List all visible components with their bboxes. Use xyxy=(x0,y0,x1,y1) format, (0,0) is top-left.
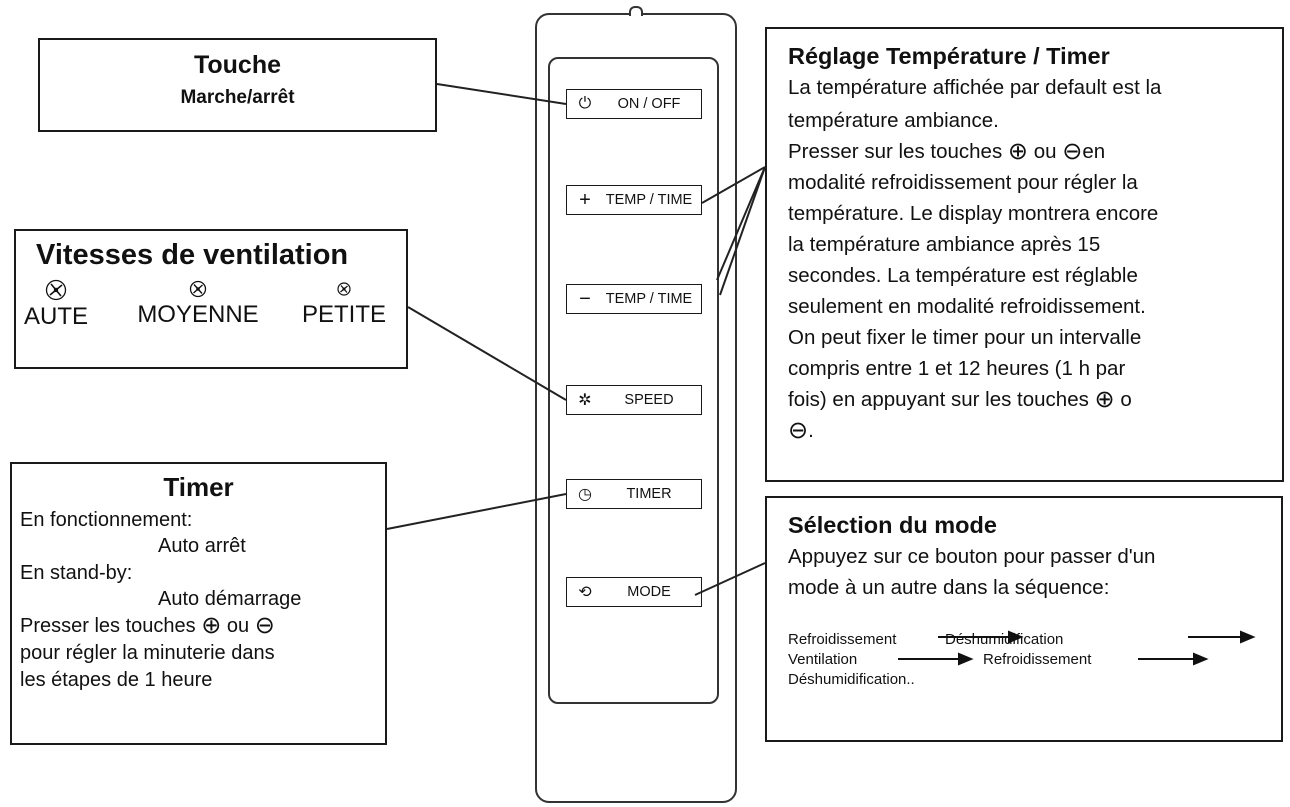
minus-icon: − xyxy=(579,287,591,310)
timer-line-5a: Presser les touches xyxy=(20,615,196,637)
timer-line-2: Auto arrêt xyxy=(158,535,246,557)
mode-label: MODE xyxy=(627,584,671,600)
mode-button[interactable]: ⟲ MODE xyxy=(566,577,702,607)
remote-antenna xyxy=(629,6,643,16)
cycle-icon: ⟲ xyxy=(578,584,592,601)
reglage-line-12: ⊖. xyxy=(788,417,814,444)
touche-title: Touche xyxy=(193,51,282,79)
timer-callout: Timer En fonctionnement: Auto arrêt En s… xyxy=(10,462,387,745)
reglage-title: Réglage Température / Timer xyxy=(788,43,1110,69)
touche-subtitle: Marche/arrêt xyxy=(180,87,295,108)
temp-time-minus-button[interactable]: − TEMP / TIME xyxy=(566,284,702,314)
clock-icon: ◷ xyxy=(578,486,592,503)
speed-low-label: PETITE xyxy=(301,301,386,328)
reglage-line-6: la température ambiance après 15 xyxy=(788,233,1101,256)
reglage-line-7: secondes. La température est réglable xyxy=(788,264,1138,287)
mode-line-1: Appuyez sur ce bouton pour passer d'un xyxy=(788,545,1156,568)
reglage-line-10: compris entre 1 et 12 heures (1 h par xyxy=(788,357,1126,380)
timer-line-5: Presser les touches ⊕ ou ⊖ xyxy=(20,612,275,639)
mode-seq-2a: Ventilation xyxy=(788,651,858,668)
timer-line-7: les étapes de 1 heure xyxy=(20,669,213,691)
temp-time-plus-button[interactable]: + TEMP / TIME xyxy=(566,185,702,215)
on-off-label: ON / OFF xyxy=(617,96,681,112)
mode-seq-3: Déshumidification.. xyxy=(788,671,915,688)
reglage-line-11: fois) en appuyant sur les touches ⊕ o xyxy=(788,386,1132,413)
reglage-line-3: Presser sur les touches ⊕ ou ⊖en xyxy=(788,138,1106,165)
mode-callout: Sélection du mode Appuyez sur ce bouton … xyxy=(765,496,1283,742)
reglage-line-12-text: . xyxy=(808,419,814,442)
reglage-line-5: température. Le display montrera encore xyxy=(788,202,1159,225)
reglage-line-11a: fois) en appuyant sur les touches xyxy=(788,388,1089,411)
speed-button[interactable]: ✲ SPEED xyxy=(566,385,702,415)
timer-label: TIMER xyxy=(626,486,672,502)
speed-medium-label: MOYENNE xyxy=(137,301,259,328)
mode-seq-2b: Refroidissement xyxy=(983,651,1092,668)
timer-line-4: Auto démarrage xyxy=(158,588,302,610)
timer-title: Timer xyxy=(163,472,234,502)
reglage-line-3a: Presser sur les touches xyxy=(788,140,1003,163)
on-off-button[interactable]: ⏻ ON / OFF xyxy=(566,89,702,119)
fan-small-icon xyxy=(337,282,351,296)
reglage-callout: Réglage Température / Timer La températu… xyxy=(765,27,1284,482)
reglage-line-4: modalité refroidissement pour régler la xyxy=(788,171,1138,194)
temp-time-plus-label: TEMP / TIME xyxy=(605,192,693,208)
speed-low: PETITE xyxy=(294,279,394,329)
speed-high-label: AUTE xyxy=(23,303,88,330)
reglage-line-3c: en xyxy=(1082,140,1106,163)
reglage-line-1: La température affichée par default est … xyxy=(788,76,1162,99)
reglage-line-11b: o xyxy=(1120,388,1132,411)
plus-icon: + xyxy=(579,188,591,211)
reglage-line-2: température ambiance. xyxy=(788,109,999,132)
speed-label: SPEED xyxy=(624,392,674,408)
vitesses-callout: Vitesses de ventilation AUTE MOYENNE PET… xyxy=(14,229,408,369)
vitesses-title: Vitesses de ventilation xyxy=(36,239,349,271)
timer-line-6: pour régler la minuterie dans xyxy=(20,642,275,664)
timer-line-5b: ou xyxy=(226,615,250,637)
timer-line-3: En stand-by: xyxy=(20,562,133,584)
mode-seq-1a: Refroidissement xyxy=(788,631,897,648)
mode-seq-1b: Déshumidification xyxy=(945,631,1064,648)
touche-callout: Touche Marche/arrêt xyxy=(38,38,437,132)
reglage-line-3b: ou xyxy=(1033,140,1057,163)
mode-title: Sélection du mode xyxy=(788,512,997,538)
speed-high: AUTE xyxy=(20,279,92,331)
timer-line-1: En fonctionnement: xyxy=(20,509,193,531)
power-icon: ⏻ xyxy=(578,95,592,112)
fan-large-icon xyxy=(45,279,67,301)
timer-button[interactable]: ◷ TIMER xyxy=(566,479,702,509)
mode-line-2: mode à un autre dans la séquence: xyxy=(788,576,1110,599)
temp-time-minus-label: TEMP / TIME xyxy=(605,291,693,307)
reglage-line-9: On peut fixer le timer pour un intervall… xyxy=(788,326,1142,349)
fan-icon: ✲ xyxy=(578,392,592,409)
fan-medium-icon xyxy=(189,280,207,298)
reglage-line-8: seulement en modalité refroidissement. xyxy=(788,295,1146,318)
speed-medium: MOYENNE xyxy=(128,279,268,329)
